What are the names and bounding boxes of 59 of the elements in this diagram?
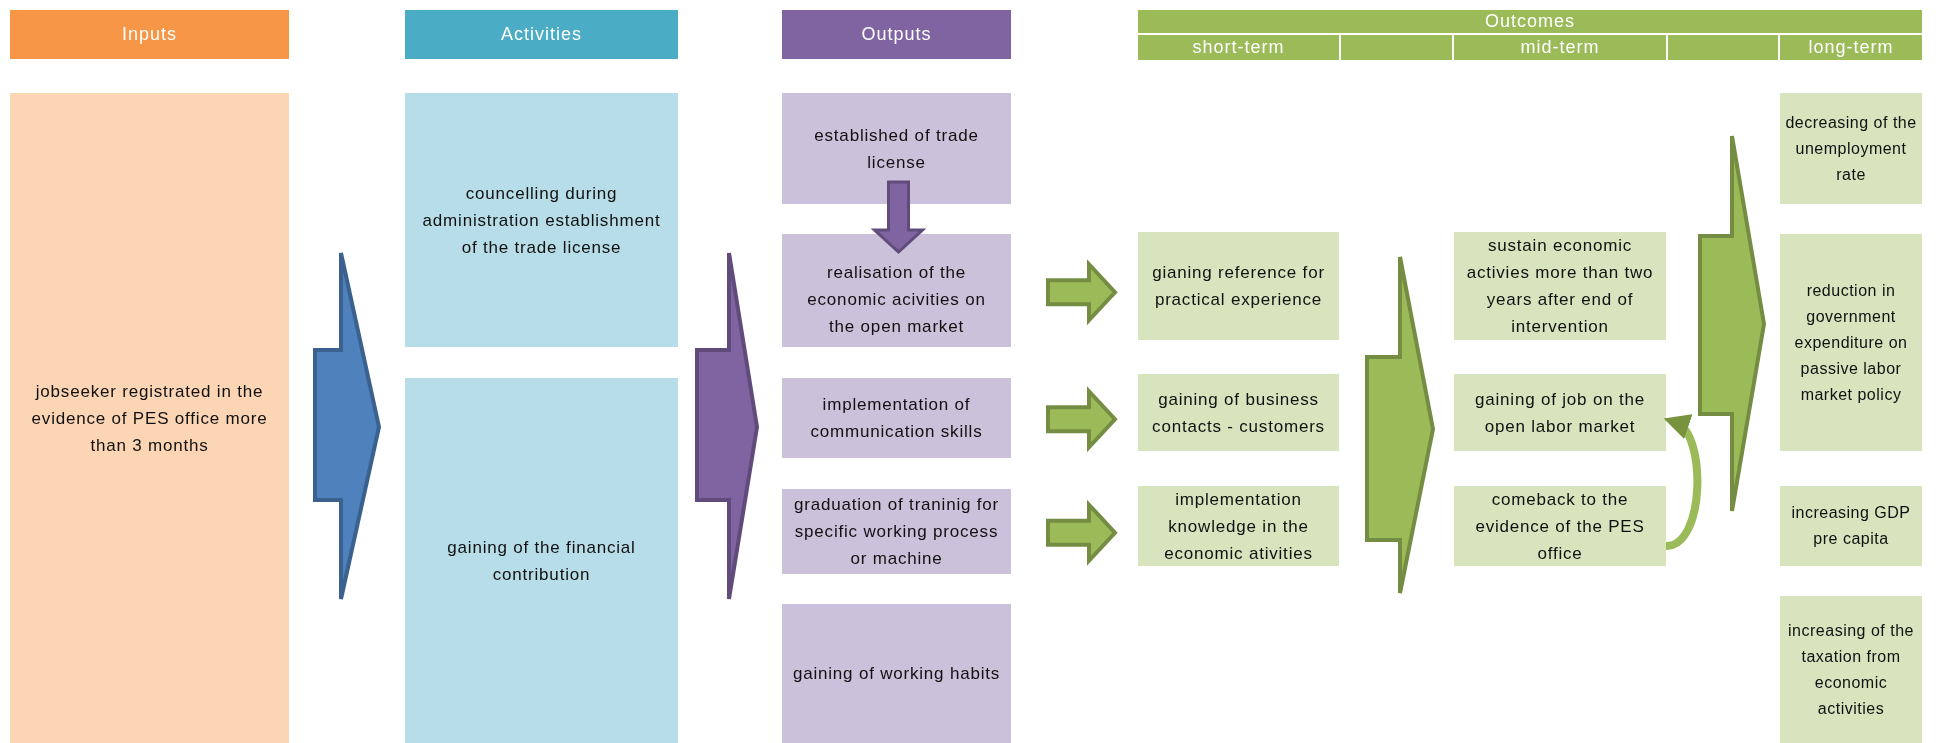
box-text: reduction in government expenditure on passive labor market policy [1793, 280, 1909, 405]
process-box [1780, 596, 1922, 743]
box-text: councelling during administration establishment of the trade license [421, 182, 662, 259]
box-text: gianing reference for practical experience [1151, 262, 1326, 311]
block-arrow [313, 251, 382, 601]
header-label: Outcomes [1485, 11, 1575, 32]
box-text: increasing of the taxation from economic activities [1787, 620, 1915, 719]
block-arrow [870, 180, 927, 255]
process-box [1138, 374, 1339, 451]
box-text: implementation knowledge in the economic ativities [1163, 488, 1314, 565]
process-box [405, 93, 678, 347]
header-label: long-term [1808, 37, 1894, 58]
process-box [782, 489, 1011, 574]
header-label: mid-term [1520, 37, 1600, 58]
header-bar [1341, 35, 1452, 60]
block-arrow [1046, 259, 1118, 326]
block-arrow [1046, 499, 1118, 566]
process-box [1780, 93, 1922, 204]
process-box [782, 234, 1011, 347]
process-box [1780, 234, 1922, 451]
header-label: Outputs [861, 24, 932, 45]
header-bar [1454, 35, 1666, 60]
header-label: Activities [501, 24, 582, 45]
header-bar [782, 10, 1011, 59]
box-text: sustain economic activies more than two years after end of intervention [1465, 235, 1655, 338]
process-box [782, 93, 1011, 204]
block-arrow [695, 251, 760, 601]
block-arrow [1046, 386, 1118, 453]
box-text: gaining of job on the open labor market [1474, 388, 1646, 438]
process-box [782, 604, 1011, 743]
process-box [1138, 486, 1339, 566]
box-text: implementation of communication skills [809, 394, 984, 443]
process-box [1138, 232, 1339, 340]
process-box [1454, 374, 1666, 451]
process-box [1780, 486, 1922, 566]
box-text: jobseeker registrated in the evidence of PES office more than 3 months [30, 380, 269, 457]
box-text: increasing GDP pre capita [1790, 503, 1912, 549]
header-bar [405, 10, 678, 59]
box-text: gaining of business contacts - customers [1151, 388, 1326, 438]
box-text: established of trade license [813, 124, 980, 174]
block-arrow [1698, 134, 1767, 513]
box-text: graduation of traninig for specific working process or machine [792, 494, 1001, 570]
header-bar [10, 10, 289, 59]
process-box [10, 93, 289, 743]
process-box [1454, 486, 1666, 566]
box-text: comeback to the evidence of the PES office [1474, 488, 1646, 565]
header-bar [1668, 35, 1778, 60]
header-label: short-term [1192, 37, 1285, 58]
process-box [782, 378, 1011, 458]
box-text: gaining of working habits [791, 663, 1002, 685]
box-text: decreasing of the unemployment rate [1784, 112, 1918, 185]
header-label: Inputs [121, 24, 177, 45]
process-box [405, 378, 678, 743]
box-text: gaining of the financial contribution [446, 536, 637, 586]
header-bar [1780, 35, 1922, 60]
header-bar [1138, 35, 1339, 60]
block-arrow [1365, 255, 1436, 595]
box-text: realisation of the economic acivities on the open market [806, 262, 987, 338]
header-bar [1138, 10, 1922, 33]
